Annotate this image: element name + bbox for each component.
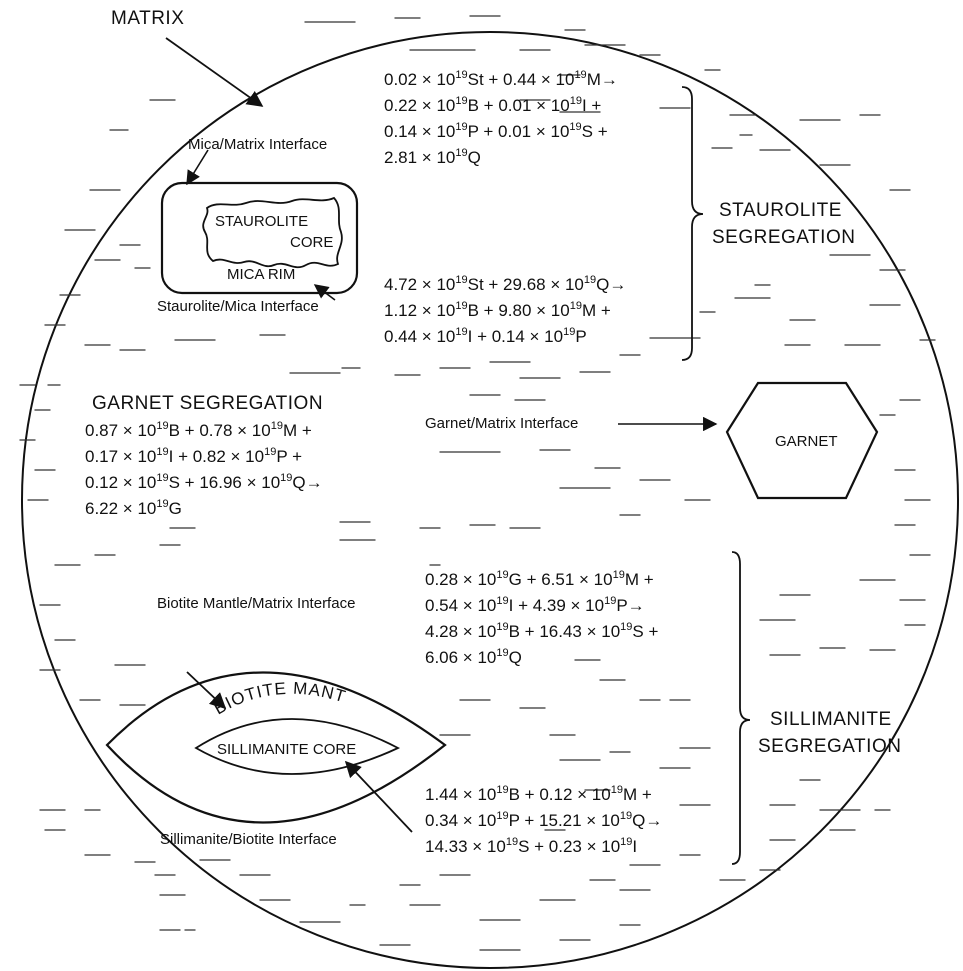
equation-line: 0.12 × 1019S + 16.96 × 1019Q→ — [85, 470, 323, 496]
equation-line: 2.81 × 1019Q — [384, 145, 618, 171]
equation-line: 0.54 × 1019I + 4.39 × 1019P→ — [425, 593, 658, 619]
sillimanite-inner-equation: 1.44 × 1019B + 0.12 × 1019M +0.34 × 1019… — [425, 782, 662, 860]
equation-line: 4.72 × 1019St + 29.68 × 1019Q→ — [384, 272, 626, 298]
equation-line: 0.28 × 1019G + 6.51 × 1019M + — [425, 567, 658, 593]
staurolite-segregation-title-1: STAUROLITE — [719, 201, 842, 220]
garnet-segregation-title: GARNET SEGREGATION — [92, 394, 323, 413]
equation-line: 0.22 × 1019B + 0.01 × 1019I + — [384, 93, 618, 119]
mica-matrix-arrow — [187, 150, 208, 184]
equation-line: 0.34 × 1019P + 15.21 × 1019Q→ — [425, 808, 662, 834]
garnet-matrix-interface-label: Garnet/Matrix Interface — [425, 416, 578, 431]
staurolite-mica-interface-label: Staurolite/Mica Interface — [157, 299, 319, 314]
garnet-label: GARNET — [775, 434, 838, 449]
equation-line: 6.22 × 1019G — [85, 496, 323, 522]
equation-line: 1.44 × 1019B + 0.12 × 1019M + — [425, 782, 662, 808]
equation-line: 0.44 × 1019I + 0.14 × 1019P — [384, 324, 626, 350]
sillimanite-segregation-title-2: SEGREGATION — [758, 737, 901, 756]
staurolite-segregation-title-2: SEGREGATION — [712, 228, 855, 247]
sillimanite-biotite-interface-label: Sillimanite/Biotite Interface — [160, 832, 337, 847]
mica-matrix-interface-label: Mica/Matrix Interface — [188, 137, 327, 152]
staurolite-core-equation: 4.72 × 1019St + 29.68 × 1019Q→1.12 × 101… — [384, 272, 626, 350]
equation-line: 0.87 × 1019B + 0.78 × 1019M + — [85, 418, 323, 444]
equation-line: 0.02 × 1019St + 0.44 × 1019M→ — [384, 67, 618, 93]
equation-line: 0.14 × 1019P + 0.01 × 1019S + — [384, 119, 618, 145]
equation-line: 0.17 × 1019I + 0.82 × 1019P + — [85, 444, 323, 470]
core-label: CORE — [290, 235, 333, 250]
mica-rim-label: MICA RIM — [227, 267, 295, 282]
equation-line: 6.06 × 1019Q — [425, 645, 658, 671]
garnet-segregation-equation: 0.87 × 1019B + 0.78 × 1019M +0.17 × 1019… — [85, 418, 323, 522]
staurolite-label: STAUROLITE — [215, 214, 308, 229]
equation-line: 4.28 × 1019B + 16.43 × 1019S + — [425, 619, 658, 645]
staurolite-core-shape — [203, 198, 342, 267]
sillimanite-outer-equation: 0.28 × 1019G + 6.51 × 1019M +0.54 × 1019… — [425, 567, 658, 671]
equation-line: 1.12 × 1019B + 9.80 × 1019M + — [384, 298, 626, 324]
equation-line: 14.33 × 1019S + 0.23 × 1019I — [425, 834, 662, 860]
biotite-matrix-interface-label: Biotite Mantle/Matrix Interface — [157, 596, 355, 611]
matrix-label: MATRIX — [111, 9, 184, 28]
sillimanite-segregation-title-1: SILLIMANITE — [770, 710, 892, 729]
sillimanite-core-label: SILLIMANITE CORE — [217, 742, 356, 757]
sillimanite-brace — [732, 552, 750, 864]
staurolite-brace — [682, 87, 703, 360]
staurolite-mica-matrix-equation: 0.02 × 1019St + 0.44 × 1019M→0.22 × 1019… — [384, 67, 618, 171]
matrix-arrow — [166, 38, 262, 106]
